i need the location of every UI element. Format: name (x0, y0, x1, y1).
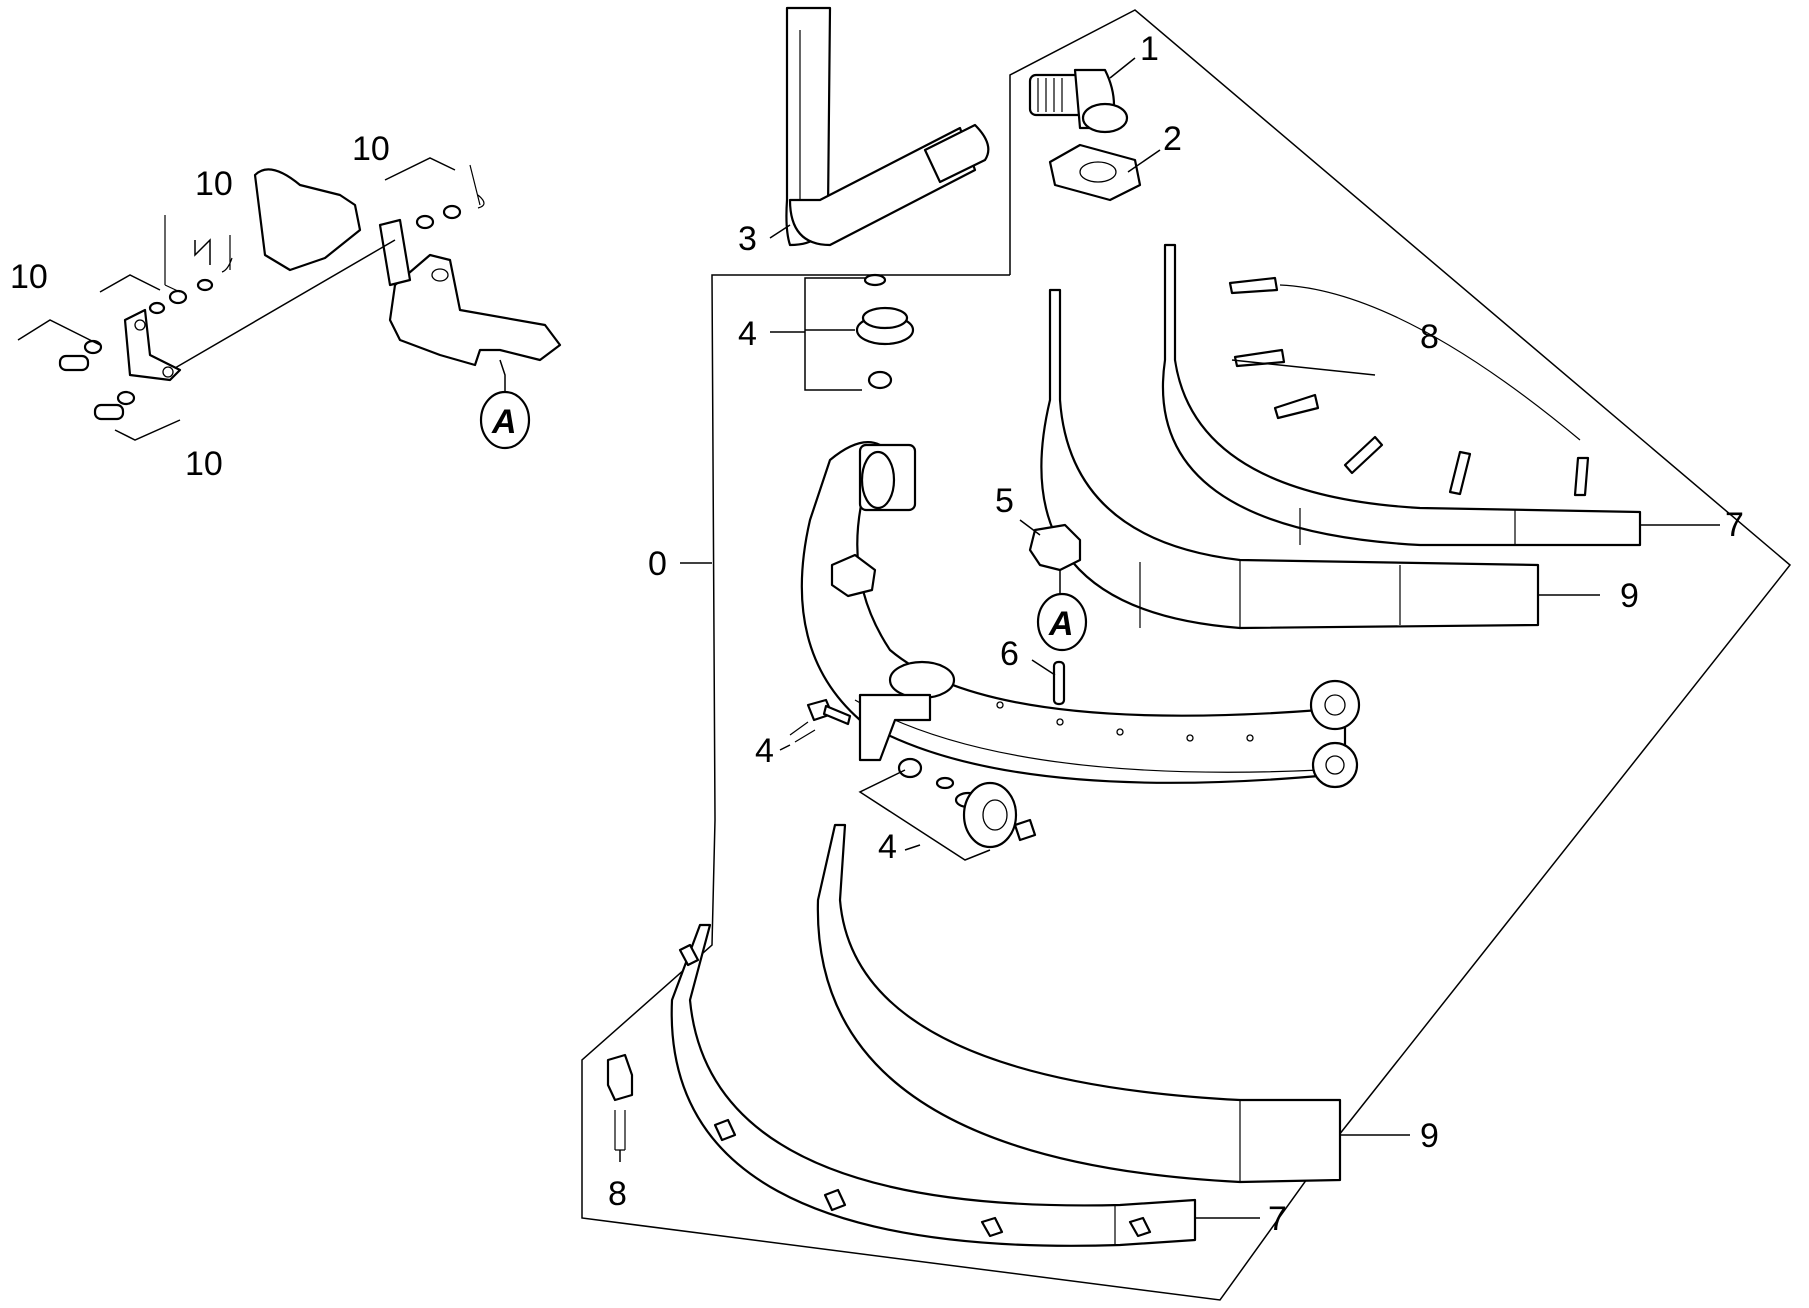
detail-marker-a-left: A (479, 390, 531, 450)
callout-4-lower: 4 (878, 828, 897, 866)
callout-10-top-right: 10 (352, 130, 390, 168)
bracket-assembly-detail (17, 157, 562, 441)
pipe-part (785, 6, 990, 247)
callout-0: 0 (648, 545, 667, 583)
clip-part-8-lower (606, 1053, 634, 1151)
assembly-boundary (581, 9, 1792, 1301)
callout-10-top: 10 (195, 165, 233, 203)
squeegee-frame (800, 441, 1361, 789)
callout-9-lower: 9 (1420, 1117, 1439, 1155)
callout-5: 5 (995, 482, 1014, 520)
callout-8-lower: 8 (608, 1175, 627, 1213)
squeegee-blade-upper-outer (1040, 288, 1540, 630)
knob-part (1028, 523, 1082, 600)
callout-10-bottom: 10 (185, 445, 223, 483)
detail-marker-a-center: A (1036, 592, 1088, 652)
callout-6: 6 (1000, 635, 1019, 673)
pin-part (1052, 660, 1066, 706)
bolt-part-middle (789, 698, 852, 743)
callout-8-upper: 8 (1420, 318, 1439, 356)
squeegee-blade-lower-outer (816, 823, 1342, 1184)
squeegee-blade-upper-inner (1161, 243, 1642, 547)
callout-2: 2 (1163, 120, 1182, 158)
callout-4-top: 4 (738, 315, 757, 353)
leader-lines (619, 57, 1720, 1219)
callout-3: 3 (738, 220, 757, 258)
wheel-group-lower (858, 757, 1037, 861)
gasket-part (1048, 143, 1142, 202)
elbow-fitting-part (1028, 68, 1129, 134)
bolt-set-upper (1228, 276, 1590, 497)
callout-1: 1 (1140, 30, 1159, 68)
detail-marker-a-left-label: A (491, 403, 517, 441)
squeegee-blade-lower-inner (670, 923, 1197, 1247)
grommet-group-top (804, 273, 915, 391)
callout-4-middle: 4 (755, 732, 774, 770)
detail-marker-a-center-label: A (1048, 605, 1074, 643)
callout-7-upper: 7 (1725, 506, 1744, 544)
callout-7-lower: 7 (1268, 1200, 1287, 1238)
callout-10-left: 10 (10, 258, 48, 296)
callout-9-upper: 9 (1620, 577, 1639, 615)
